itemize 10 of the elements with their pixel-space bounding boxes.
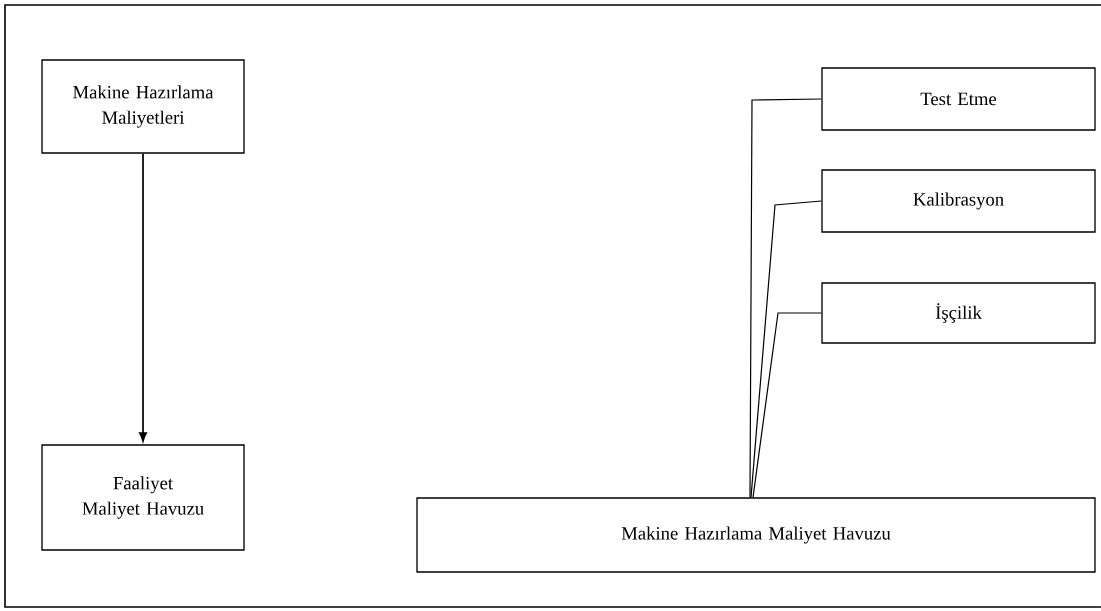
connector <box>139 152 147 442</box>
process-box: İşçilik <box>821 282 1096 344</box>
process-box: Makine Hazırlama Maliyetleri <box>41 59 245 154</box>
connector <box>750 200 822 498</box>
process-box: Makine Hazırlama Maliyet Havuzu <box>416 497 1096 573</box>
process-box: Faaliyet Maliyet Havuzu <box>41 444 245 551</box>
process-box: Test Etme <box>821 67 1096 131</box>
process-box: Kalibrasyon <box>821 169 1096 233</box>
connector <box>752 312 822 498</box>
connector <box>749 98 822 498</box>
